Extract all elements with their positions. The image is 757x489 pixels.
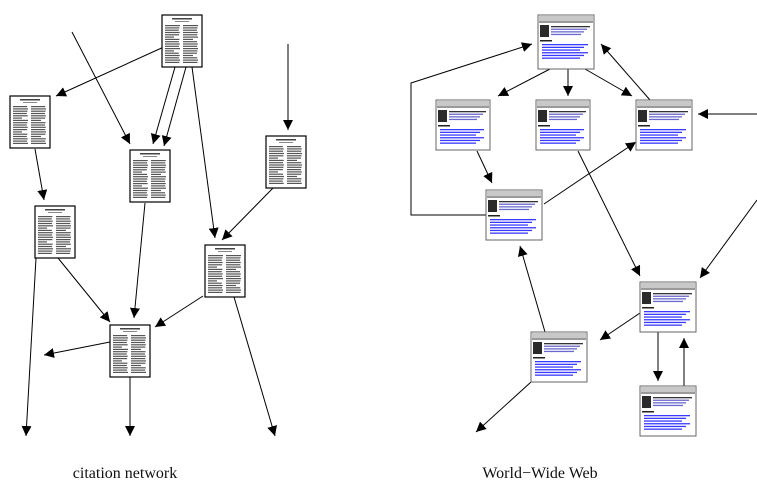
paper-node [9, 95, 51, 149]
web-page-node [639, 385, 697, 437]
edge-arrow [221, 186, 275, 241]
web-page-node [535, 99, 591, 151]
edge-arrow [71, 31, 131, 145]
edge-arrow [129, 202, 146, 319]
edge-arrow [699, 199, 757, 279]
edge-arrow [543, 141, 637, 205]
edge-arrow [497, 68, 551, 97]
paper-node [109, 324, 151, 378]
edge-arrow [150, 66, 176, 145]
web-page-node [530, 331, 588, 383]
edge-arrow [410, 42, 533, 216]
web-page-node [537, 14, 595, 70]
paper-node [204, 244, 246, 298]
edge-arrow [161, 66, 187, 147]
edge-arrow [475, 381, 532, 433]
web-page-node [435, 99, 491, 151]
edge-arrow [577, 150, 641, 277]
edge-arrow [57, 257, 111, 323]
edge-arrow [191, 66, 219, 239]
paper-node [161, 14, 203, 68]
edge-arrow [43, 341, 111, 358]
paper-node [129, 149, 171, 203]
edge-arrow [233, 296, 277, 437]
web-page-node [485, 189, 543, 241]
paper-node [265, 135, 307, 189]
edge-arrow [584, 68, 633, 97]
edge-arrow [476, 150, 493, 184]
paper-node [34, 205, 76, 259]
edge-arrow [154, 295, 204, 328]
edge-arrow [600, 43, 651, 101]
edge-arrow [599, 312, 641, 341]
world-wide-web-caption: World−Wide Web [482, 465, 598, 482]
web-page-node [635, 99, 693, 151]
edge-arrow [55, 45, 167, 97]
edge-arrow [517, 245, 546, 333]
edge-arrow [21, 257, 37, 437]
web-page-node [639, 281, 697, 333]
citation-network-caption: citation network [72, 465, 178, 482]
edge-arrow [34, 148, 48, 201]
